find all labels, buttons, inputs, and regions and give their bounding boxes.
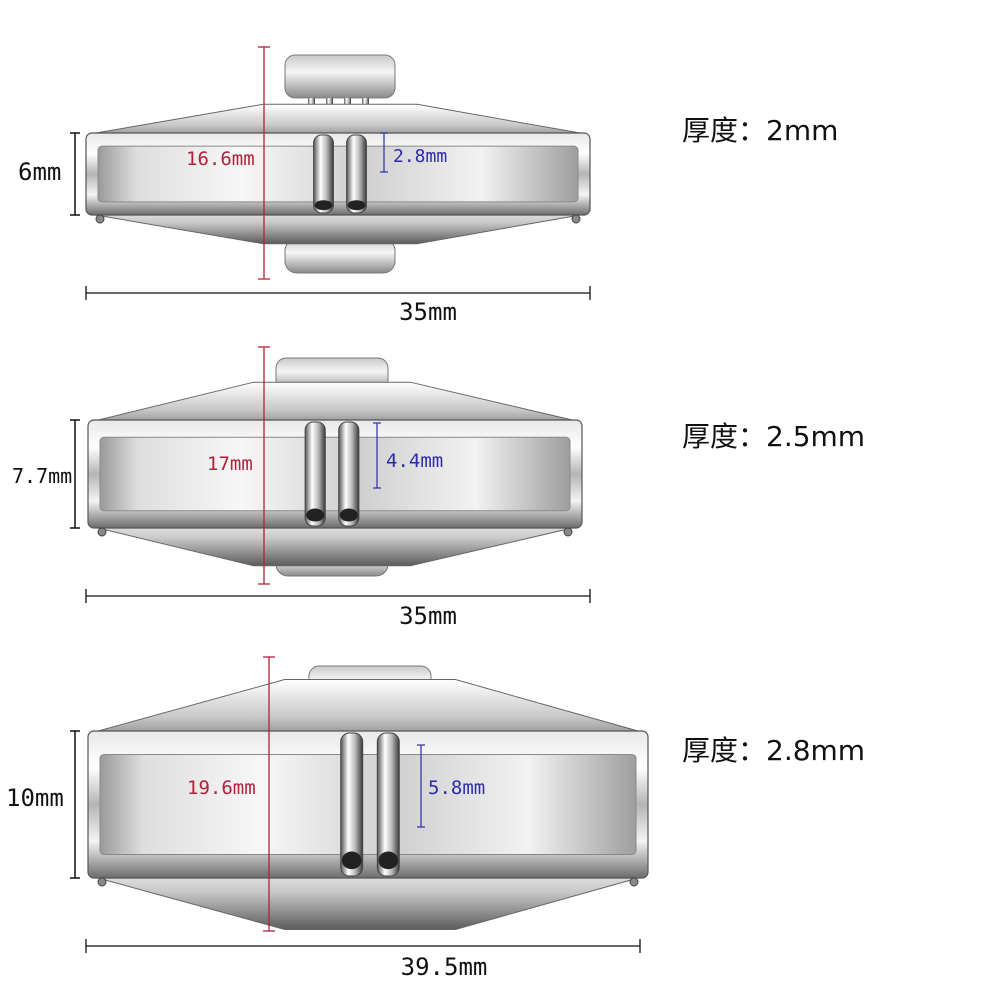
- clasp-inner-plate: [97, 145, 579, 203]
- spring-bar: [340, 732, 364, 877]
- dimensions-2: 7.7mm 17mm 4.4mm 35mm 厚度：2.5mm: [12, 346, 865, 630]
- spring-bar-end: [314, 200, 333, 211]
- length-label: 17mm: [207, 453, 253, 475]
- width-label: 35mm: [399, 298, 457, 326]
- clasp-inner-plate: [99, 436, 571, 512]
- spring-bar: [346, 134, 367, 214]
- end-pin-right: [629, 877, 639, 887]
- spring-bar: [313, 134, 334, 214]
- gap-label: 4.4mm: [386, 450, 443, 472]
- spring-bar: [304, 421, 326, 527]
- clasp-2: [87, 357, 583, 577]
- dimensions-3: 10mm 19.6mm 5.8mm 39.5mm 厚度：2.8mm: [6, 656, 865, 981]
- spring-bar: [376, 732, 400, 877]
- length-label: 19.6mm: [187, 777, 256, 799]
- top-hinge-tab: [284, 54, 396, 99]
- spring-bar-end: [339, 508, 358, 522]
- end-pin-left: [97, 527, 107, 537]
- end-pin-right: [563, 527, 573, 537]
- clasp-1: [84, 54, 592, 274]
- gap-label: 5.8mm: [428, 777, 485, 799]
- gap-label: 2.8mm: [393, 146, 447, 167]
- dimensions-1: 6mm 16.6mm 2.8mm 35mm 厚度：2mm: [18, 46, 838, 326]
- spring-bar: [338, 421, 360, 527]
- clasp-3: [87, 665, 649, 930]
- width-label: 35mm: [399, 602, 457, 630]
- spring-bar-end: [378, 851, 399, 870]
- spring-bar-end: [341, 851, 362, 870]
- end-pin-left: [95, 214, 105, 224]
- length-label: 16.6mm: [186, 148, 255, 170]
- end-pin-right: [571, 214, 581, 224]
- height-label: 10mm: [6, 784, 64, 812]
- thickness-label: 厚度：2mm: [682, 114, 838, 147]
- end-pin-left: [97, 877, 107, 887]
- height-label: 6mm: [18, 158, 61, 186]
- thickness-label: 厚度：2.5mm: [682, 420, 865, 453]
- spring-bar-end: [306, 508, 325, 522]
- thickness-label: 厚度：2.8mm: [682, 734, 865, 767]
- clasp-inner-plate: [99, 754, 637, 855]
- height-label: 7.7mm: [12, 464, 72, 488]
- spring-bar-end: [347, 200, 366, 211]
- width-label: 39.5mm: [401, 953, 488, 981]
